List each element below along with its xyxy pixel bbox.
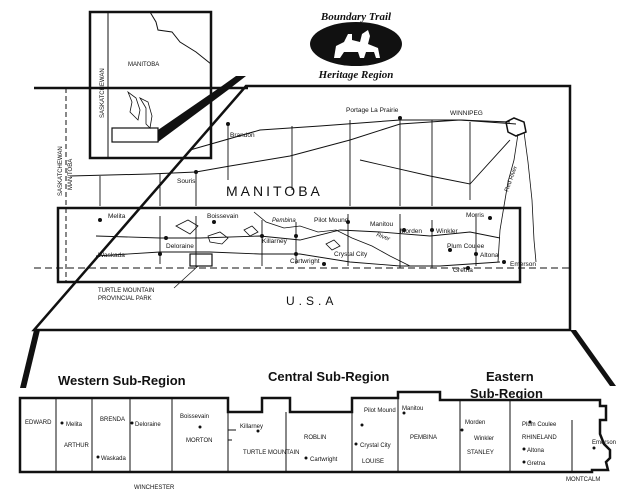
rm-turtle-mountain: TURTLE MOUNTAIN: [243, 450, 299, 456]
town-morden: Morden: [400, 228, 422, 235]
strip-town-winkler: Winkler: [474, 436, 494, 442]
eastern-subregion-label-1: Eastern: [486, 369, 534, 384]
province-label: MANITOBA: [226, 183, 323, 199]
town-deloraine: Deloraine: [166, 243, 194, 250]
rm-louise: LOUISE: [362, 459, 384, 465]
river-label-river: River: [375, 232, 391, 243]
region-box: [56, 206, 522, 284]
strip-town-plum-coulee: Plum Coulee: [522, 422, 557, 428]
strip-town-manitou: Manitou: [402, 406, 423, 412]
town-gretna: Gretna: [453, 267, 473, 274]
town-plum-coulee: Plum Coulee: [447, 243, 485, 250]
inset-connector: [158, 76, 246, 142]
town-markers: [98, 116, 506, 270]
town-boissevain: Boissevain: [207, 213, 239, 220]
strip-town-altona: Altona: [527, 448, 545, 454]
town-cartwright: Cartwright: [290, 258, 320, 265]
western-subregion-label: Western Sub-Region: [58, 373, 186, 388]
border-label-sask: SASKATCHEWAN: [58, 146, 64, 196]
rm-brenda: BRENDA: [100, 417, 125, 423]
rm-rhineland: RHINELAND: [522, 435, 557, 441]
strip-town-waskada: Waskada: [101, 456, 126, 462]
town-winkler: Winkler: [436, 228, 459, 235]
horse-rider-icon: [334, 30, 380, 58]
town-emerson: Emerson: [510, 261, 536, 268]
turtle-mountain-park: [189, 253, 213, 267]
strip-town-markers: [60, 411, 596, 464]
town-pilot-mound-1: Pilot Mound: [314, 217, 349, 224]
strip-town-labels: Melita Waskada Deloraine Boissevain Kill…: [66, 406, 616, 467]
rm-morton: MORTON: [186, 438, 212, 444]
logo-line2: Heritage Region: [318, 69, 394, 81]
strip-town-pilot-mound: Pilot Mound: [364, 408, 396, 414]
strip-town-killarney: Killarney: [240, 424, 263, 430]
inset-province-label: MANITOBA: [128, 62, 159, 68]
river-label-red: Red River: [504, 166, 519, 193]
town-brandon: Brandon: [230, 132, 255, 139]
town-killarney: Killarney: [262, 238, 288, 245]
strip-town-emerson: Emerson: [592, 440, 616, 446]
town-altona: Altona: [480, 252, 499, 259]
rm-arthur: ARTHUR: [64, 443, 90, 449]
border-label-man: MANITOBA: [68, 159, 74, 190]
park-label-line1: TURTLE MOUNTAIN: [98, 288, 154, 294]
rm-roblin: ROBLIN: [304, 435, 326, 441]
rm-winchester: WINCHESTER: [134, 485, 175, 491]
strip-town-cartwright: Cartwright: [310, 457, 338, 463]
town-waskada: Waskada: [98, 252, 125, 259]
subregion-callout: [20, 330, 616, 388]
park-label-line2: PROVINCIAL PARK: [98, 296, 152, 302]
rm-montcalm: MONTCALM: [566, 477, 600, 483]
town-melita: Melita: [108, 213, 126, 220]
town-morris: Morris: [466, 212, 485, 219]
town-souris: Souris: [177, 178, 196, 185]
rm-stanley: STANLEY: [467, 450, 494, 456]
town-portage: Portage La Prairie: [346, 107, 399, 114]
strip-town-melita: Melita: [66, 422, 83, 428]
municipality-labels: EDWARD ARTHUR BRENDA WINCHESTER MORTON T…: [25, 417, 600, 491]
central-subregion-label: Central Sub-Region: [268, 369, 389, 384]
inset-side-label: SASKATCHEWAN: [100, 68, 106, 118]
strip-town-deloraine: Deloraine: [135, 422, 161, 428]
strip-town-morden: Morden: [465, 420, 485, 426]
rm-pembina: PEMBINA: [410, 435, 437, 441]
strip-town-crystal-city: Crystal City: [360, 443, 391, 449]
strip-town-gretna: Gretna: [527, 461, 546, 467]
logo: Boundary Trail Heritage Region: [310, 11, 402, 81]
logo-line1: Boundary Trail: [320, 11, 392, 23]
country-label: U.S.A: [286, 294, 337, 308]
town-manitou: Manitou: [370, 221, 394, 228]
municipality-strip: [18, 390, 612, 474]
inset-map: MANITOBA SASKATCHEWAN: [88, 10, 213, 160]
town-crystal-city: Crystal City: [334, 251, 368, 258]
eastern-subregion-label-2: Sub-Region: [470, 386, 543, 401]
rm-edward: EDWARD: [25, 420, 52, 426]
strip-town-boissevain: Boissevain: [180, 414, 209, 420]
town-winnipeg: WINNIPEG: [450, 110, 483, 117]
river-label-pembina: Pembina: [272, 218, 296, 224]
